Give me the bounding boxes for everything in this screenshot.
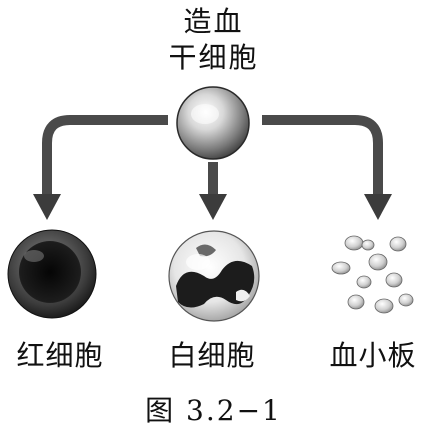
platelet-fragment (389, 236, 407, 252)
platelet-fragment (356, 275, 372, 289)
stem-cell (176, 86, 250, 160)
platelet-fragment (344, 235, 364, 251)
platelet-fragment (331, 261, 351, 275)
platelet-fragment (398, 293, 414, 307)
arrow-to-red-blood-cell (42, 115, 168, 196)
arrows (33, 115, 392, 220)
platelet-fragment (385, 272, 403, 288)
white-blood-cell-label: 白细胞 (168, 339, 256, 372)
arrowhead-left (33, 194, 61, 220)
red-blood-cell-label: 红细胞 (16, 339, 104, 372)
platelet-label: 血小板 (329, 339, 417, 372)
white-blood-cell-image (168, 230, 260, 322)
arrowhead-right (364, 194, 392, 220)
arrowhead-center (199, 194, 227, 220)
platelet-fragment (347, 294, 365, 310)
figure-caption: 图 3.2−1 (145, 394, 282, 427)
platelet-fragment (368, 253, 388, 271)
red-blood-cell-image (7, 229, 97, 319)
platelet-fragment (361, 239, 375, 251)
stem-cell-label-line1: 造血 (183, 5, 244, 38)
arrow-to-platelet (262, 115, 383, 196)
stem-cell-label-line2: 干细胞 (168, 41, 259, 74)
platelet-fragment (374, 298, 394, 314)
platelets-image (331, 235, 414, 314)
